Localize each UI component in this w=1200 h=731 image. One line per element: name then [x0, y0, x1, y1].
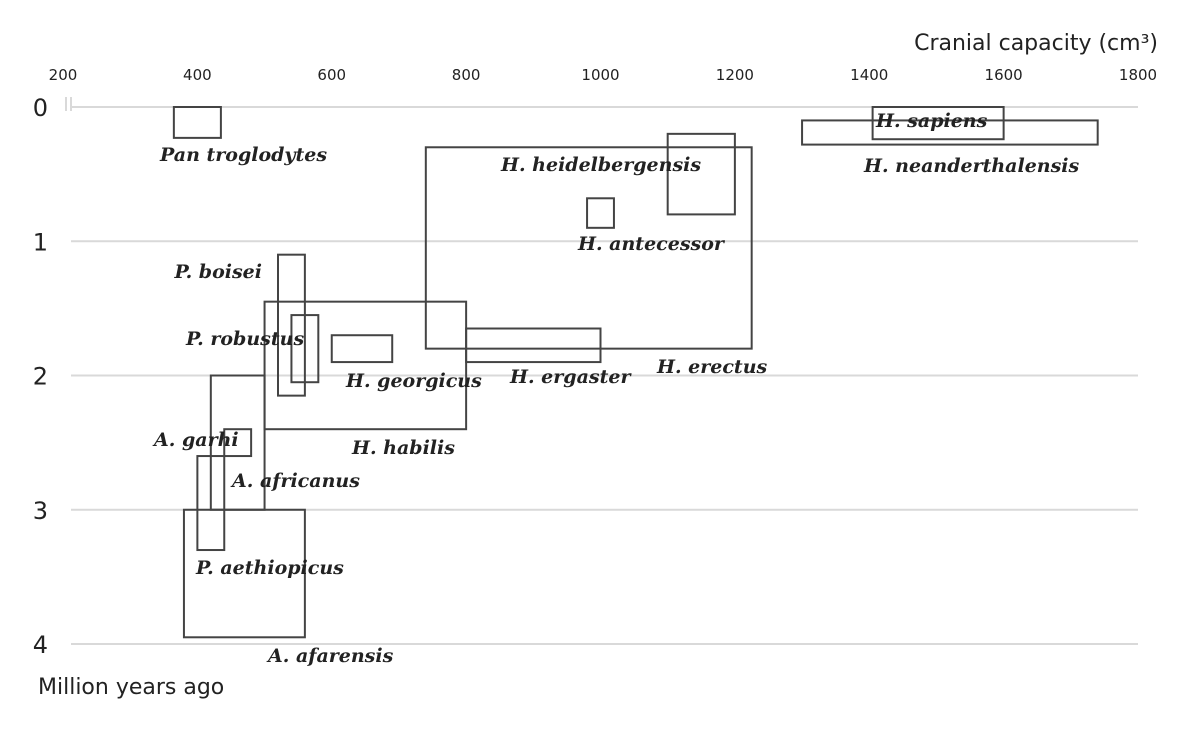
range-box-pan-troglodytes	[172, 106, 222, 139]
species-label-h-erectus: H. erectus	[656, 356, 768, 378]
species-label-a-africanus: A. africanus	[230, 470, 360, 492]
x-tick-label: 400	[183, 66, 212, 84]
y-tick-label: 3	[33, 497, 48, 525]
species-label-p-boisei: P. boisei	[173, 261, 262, 283]
x-tick-label: 1800	[1119, 66, 1157, 84]
species-label-h-neanderthalensis: H. neanderthalensis	[863, 155, 1080, 177]
species-label-a-afarensis: A. afarensis	[266, 645, 394, 667]
box-layer	[172, 106, 1099, 639]
tick-layer: 0 1 2 3 4 200 400 600 800 1000 1200 1400 1600 1800	[33, 66, 1157, 659]
range-box-a-afarensis	[182, 508, 306, 639]
species-label-h-heidelbergensis: H. heidelbergensis	[500, 154, 701, 176]
range-box-h-sapiens	[871, 106, 1005, 141]
x-tick-label: 1000	[581, 66, 619, 84]
y-axis-title: Million years ago	[38, 675, 224, 700]
label-layer: Pan troglodytes H. sapiens H. neanderthale…	[152, 110, 1080, 667]
range-box-p-aethiopicus	[196, 455, 226, 552]
y-tick-label: 0	[33, 94, 48, 122]
y-tick-label: 4	[33, 631, 48, 659]
species-label-p-robustus: P. robustus	[185, 328, 304, 350]
x-tick-label: 200	[49, 66, 78, 84]
x-tick-label: 600	[317, 66, 346, 84]
species-label-p-aethiopicus: P. aethiopicus	[195, 557, 344, 579]
species-label-h-georgicus: H. georgicus	[345, 370, 482, 392]
species-label-h-habilis: H. habilis	[351, 437, 455, 459]
range-box-a-garhi	[223, 428, 253, 458]
species-label-h-ergaster: H. ergaster	[509, 366, 632, 388]
x-tick-label: 1400	[850, 66, 888, 84]
range-box-h-neanderthalensis	[801, 119, 1099, 146]
species-label-h-antecessor: H. antecessor	[577, 233, 726, 255]
range-box-h-erectus	[424, 146, 753, 350]
y-tick-label: 1	[33, 228, 48, 256]
range-box-p-boisei	[277, 253, 306, 397]
y-tick-label: 2	[33, 363, 48, 391]
range-box-h-ergaster	[465, 327, 602, 364]
species-label-pan-troglodytes: Pan troglodytes	[159, 144, 327, 166]
species-label-h-sapiens: H. sapiens	[875, 110, 988, 132]
x-axis-title: Cranial capacity (cm³)	[914, 31, 1158, 56]
range-box-h-georgicus	[330, 334, 394, 364]
range-box-h-antecessor	[586, 197, 615, 229]
range-box-p-robustus	[290, 314, 320, 384]
x-tick-label: 800	[452, 66, 481, 84]
x-tick-label: 1200	[716, 66, 754, 84]
species-label-a-garhi: A. garhi	[152, 429, 239, 451]
range-box-h-habilis	[263, 300, 468, 431]
range-box-h-heidelbergensis	[666, 132, 736, 216]
x-tick-label: 1600	[985, 66, 1023, 84]
